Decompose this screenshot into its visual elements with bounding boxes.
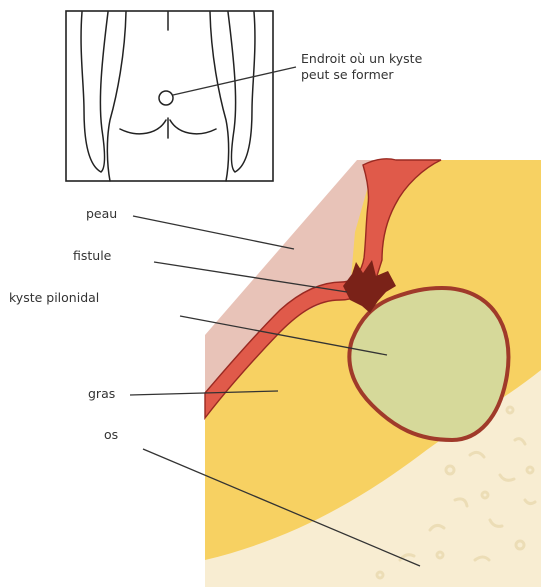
cyst-label: kyste pilonidal xyxy=(9,290,99,306)
fistula-label: fistule xyxy=(73,248,111,264)
callout-label-line1: Endroit où un kyste xyxy=(301,51,422,67)
callout-label-line2: peut se former xyxy=(301,67,394,83)
skin-leader xyxy=(133,216,294,249)
torso-inset xyxy=(66,11,296,181)
cyst-location-marker xyxy=(159,91,173,105)
cross-section xyxy=(205,159,541,587)
fat-label: gras xyxy=(88,386,115,402)
skin-label: peau xyxy=(86,206,117,222)
bone-label: os xyxy=(104,427,118,443)
